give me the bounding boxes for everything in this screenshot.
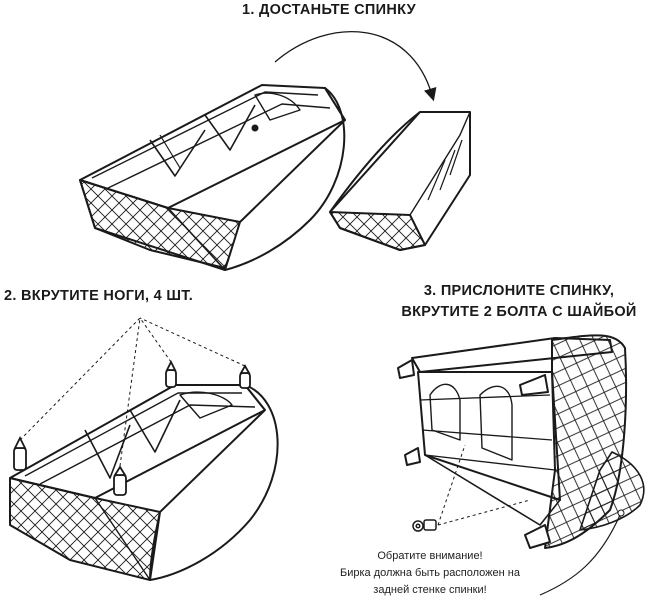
step-3-title-line-1: 3. ПРИСЛОНИТЕ СПИНКУ,: [423, 283, 615, 299]
step-2-guide-lines: [19, 317, 246, 467]
step-2-legs: [13, 359, 251, 496]
step-3-title-line-2: ВКРУТИТЕ 2 БОЛТА С ШАЙБОЙ: [401, 304, 637, 320]
step-2-title: 2. ВКРУТИТЕ НОГИ, 4 ШТ.: [4, 288, 194, 304]
note-line-2: Бирка должна быть расположен на: [340, 567, 520, 579]
step-1-arrow: [274, 31, 437, 102]
note-line-3: задней стенке спинки!: [373, 584, 487, 596]
step-1-sofa-base: [79, 84, 346, 271]
note-line-1: Обратите внимание!: [377, 550, 483, 562]
step-3-tag-pointer: [539, 514, 621, 596]
step-3-washer-bolt: [412, 519, 437, 532]
step-2-sofa-base: [9, 384, 279, 581]
step-1-title: 1. ДОСТАНЬТЕ СПИНКУ: [242, 2, 416, 18]
step-3-assembly: [397, 334, 645, 549]
step-1-backrest: [329, 111, 471, 251]
